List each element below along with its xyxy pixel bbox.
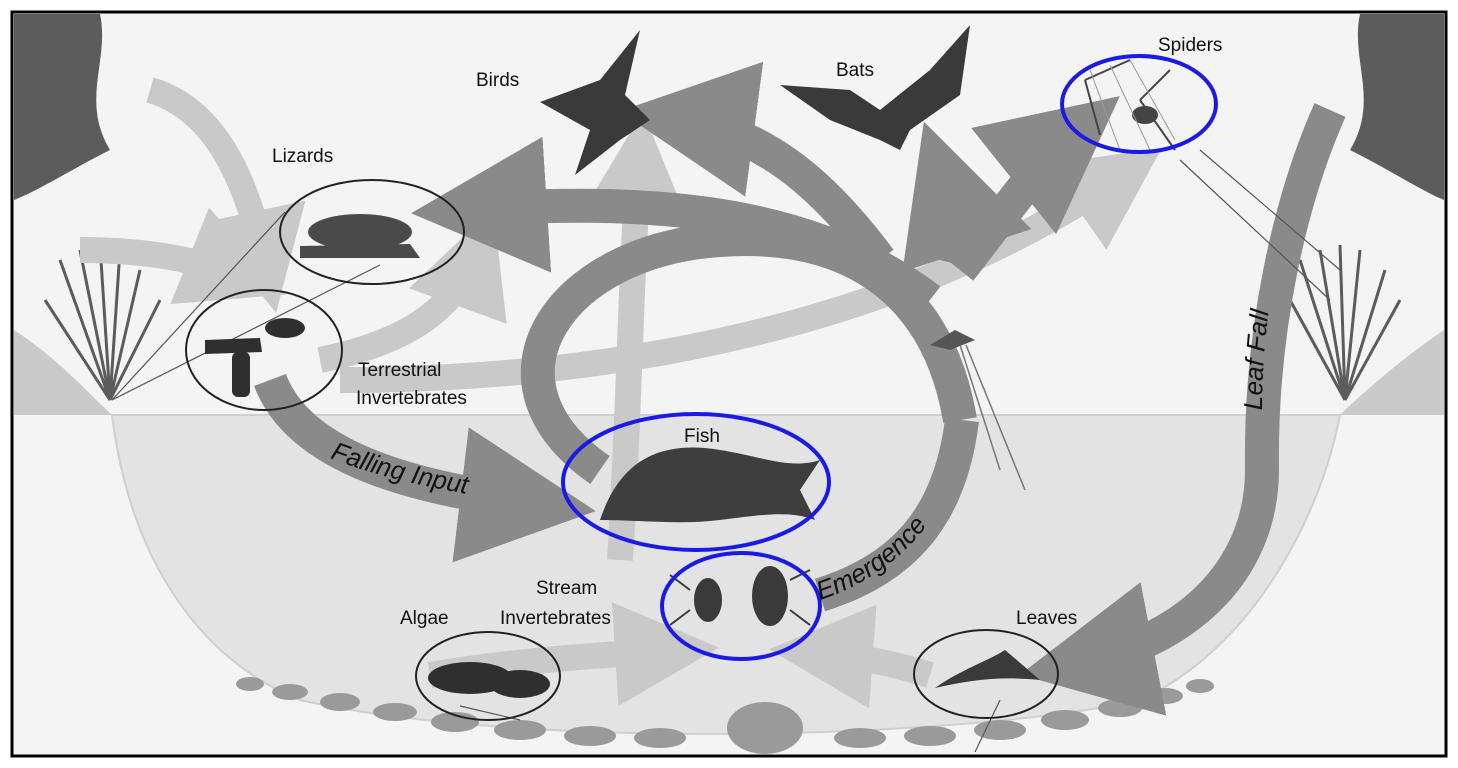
label-stream-line2: Invertebrates <box>500 608 611 629</box>
label-bats: Bats <box>836 60 874 81</box>
label-fish: Fish <box>684 426 720 447</box>
label-stream-line1: Stream <box>536 578 597 599</box>
label-leaves: Leaves <box>1016 608 1077 629</box>
label-lizards: Lizards <box>272 146 333 167</box>
label-algae: Algae <box>400 608 449 629</box>
label-birds: Birds <box>476 70 519 91</box>
label-terrestrial-line1: Terrestrial <box>358 360 441 381</box>
label-spiders: Spiders <box>1158 35 1222 56</box>
label-terrestrial-line2: Invertebrates <box>356 388 467 409</box>
